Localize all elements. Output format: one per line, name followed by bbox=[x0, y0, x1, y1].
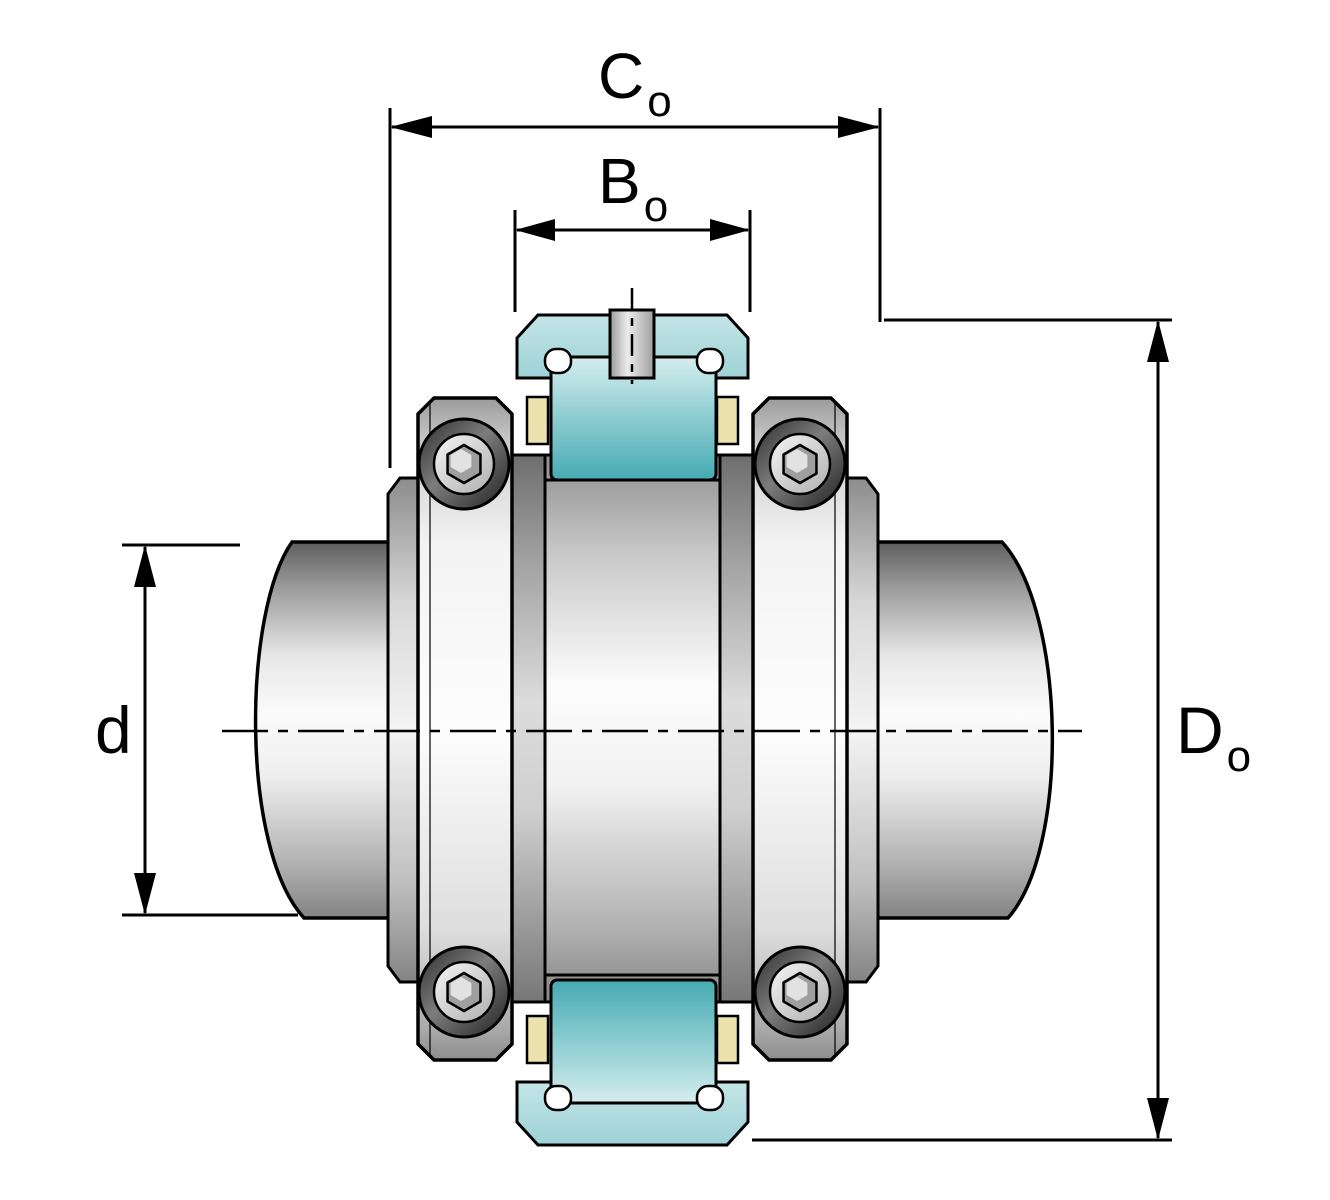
hex-socket-screw-bottom-right bbox=[753, 945, 847, 1039]
left-clamp-flange bbox=[416, 396, 514, 1062]
bottom-left-seal-lip bbox=[543, 1084, 573, 1112]
bottom-roller-element bbox=[549, 978, 718, 1105]
top-left-cage-segment bbox=[525, 395, 550, 446]
bottom-right-cage-segment bbox=[715, 1014, 740, 1065]
central-sleeve bbox=[543, 453, 722, 1004]
dimension-d: d bbox=[95, 543, 298, 917]
hex-socket-screw-bottom-left bbox=[417, 945, 511, 1039]
bottom-left-cage-segment bbox=[525, 1014, 550, 1065]
centerlines bbox=[222, 288, 1082, 733]
do-arrow-bottom bbox=[1147, 1098, 1169, 1140]
hex-socket-screw-top-left bbox=[417, 417, 511, 511]
top-right-cage-segment bbox=[715, 395, 740, 446]
co-arrow-left bbox=[390, 116, 432, 138]
dimension-co: Co bbox=[388, 40, 882, 468]
top-left-seal-lip bbox=[543, 347, 573, 375]
right-clamp-flange bbox=[751, 396, 849, 1062]
dimension-bo: Bo bbox=[513, 145, 752, 312]
label-do: Do bbox=[1176, 693, 1251, 781]
label-bo: Bo bbox=[598, 145, 668, 231]
top-right-seal-lip bbox=[695, 347, 725, 375]
d-arrow-top bbox=[134, 545, 156, 587]
d-arrow-bottom bbox=[134, 873, 156, 915]
do-arrow-top bbox=[1147, 320, 1169, 362]
hex-socket-screw-top-right bbox=[753, 417, 847, 511]
bo-arrow-right bbox=[710, 219, 750, 241]
dimension-do: Do bbox=[752, 318, 1251, 1142]
bottom-right-seal-lip bbox=[695, 1084, 725, 1112]
label-co: Co bbox=[598, 40, 672, 126]
label-d: d bbox=[95, 693, 132, 767]
co-arrow-right bbox=[838, 116, 880, 138]
coupling-assembly bbox=[386, 308, 880, 1147]
bo-arrow-left bbox=[515, 219, 555, 241]
